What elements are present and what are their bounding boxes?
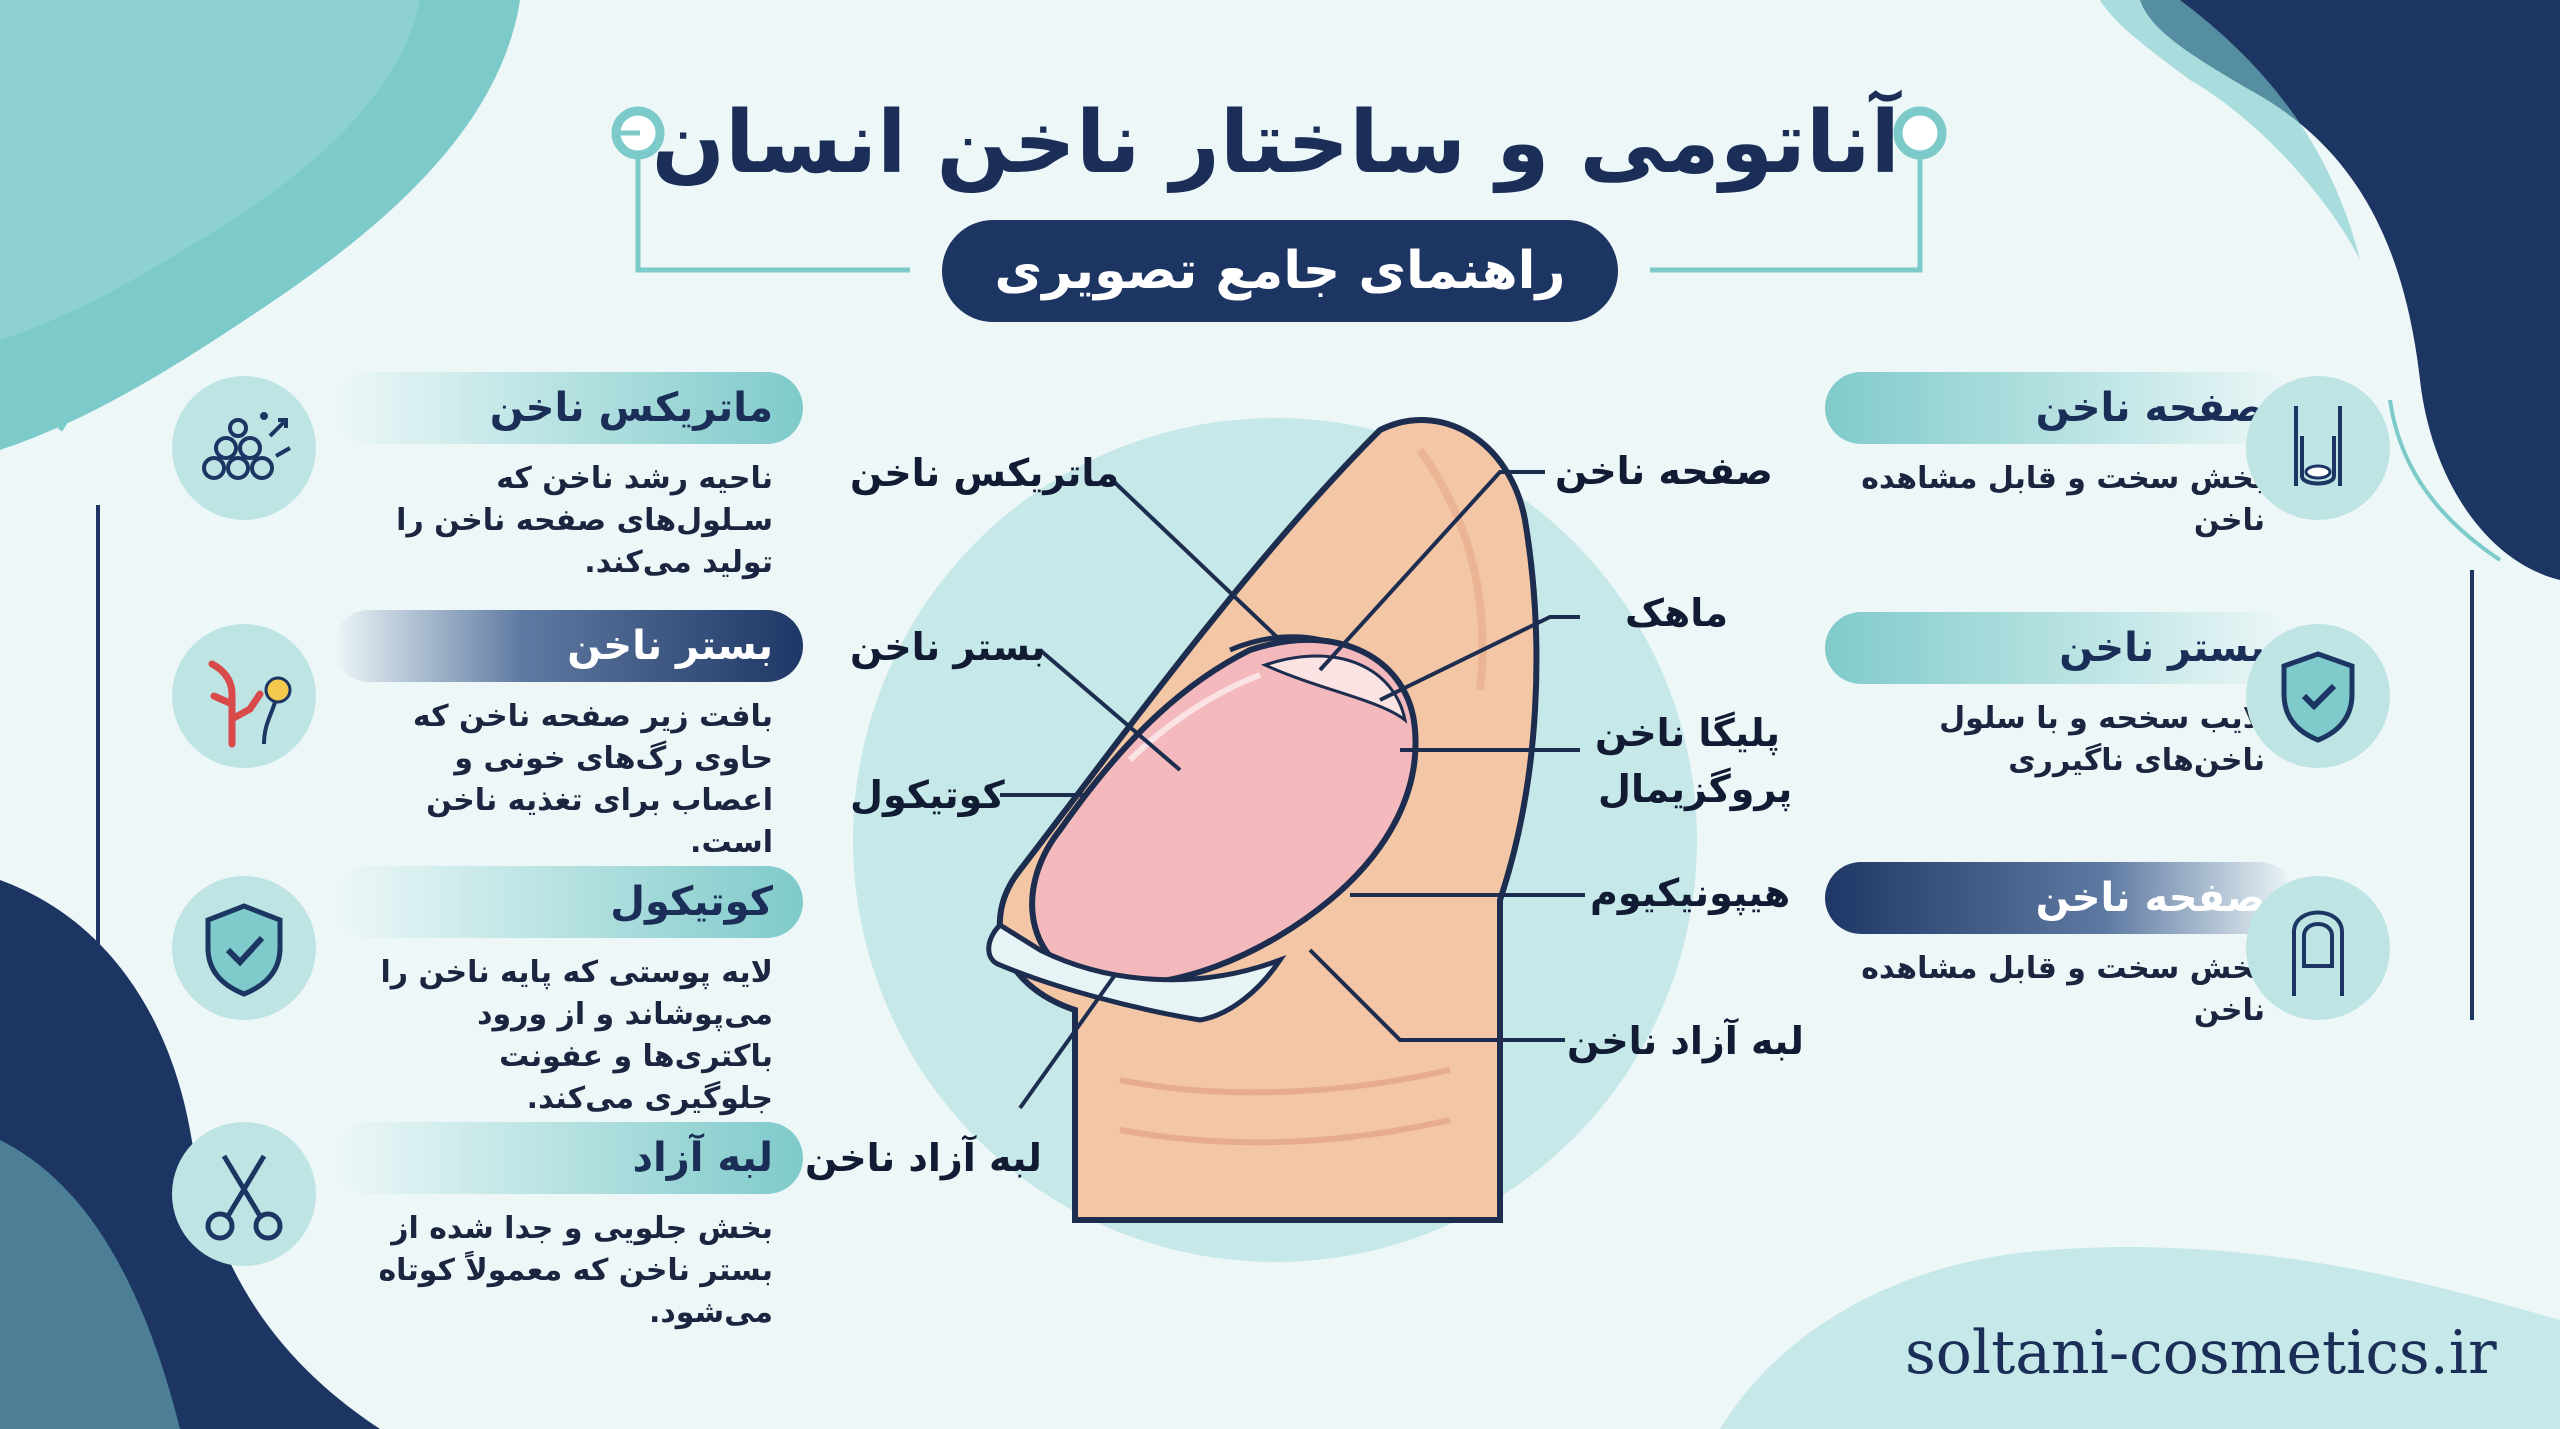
website-url: soltani-cosmetics.ir: [1905, 1318, 2497, 1388]
diagram-label-hyponychium: هیپونیکیوم: [1590, 871, 1791, 915]
diagram-label-nail-plate: صفحه ناخن: [1555, 449, 1773, 493]
card-heading: صفحه ناخن: [1825, 372, 2295, 444]
blood-vessel-nerve-icon: [172, 624, 316, 768]
card-description: بافت زیر صفحه ناخن که حاوی رگ‌های خونی و…: [412, 699, 773, 860]
lunula: [1260, 654, 1408, 724]
diagram-label-cuticle: کوتیکول: [850, 773, 1005, 817]
scissors-icon: [172, 1122, 316, 1266]
card-description: بخش جلویی و جدا شده از بستر ناخن که معمو…: [378, 1211, 773, 1330]
diagram-label-free-edge: لبه آزاد ناخن: [805, 1136, 1042, 1180]
card-description: لایه پوستی که پایه ناخن را می‌پوشاند و ا…: [380, 955, 773, 1116]
right-card-nail-plate: صفحه ناخن بخش سخت و قابل مشاهده ناخن: [1825, 372, 2295, 542]
finger-nail-icon: [2246, 376, 2390, 520]
card-heading: صفحه ناخن: [1825, 862, 2295, 934]
left-card-nail-bed: بستر ناخن بافت زیر صفحه ناخن که حاوی رگ‌…: [333, 610, 803, 864]
diagram-label-proximal: پروگزیمال: [1598, 767, 1793, 811]
nail-outline-icon: [2246, 876, 2390, 1020]
left-card-matrix: ماتریکس ناخن ناحیه رشد ناخن که سـلول‌های…: [333, 372, 803, 584]
diagram-label-lunula: ماهک: [1625, 591, 1729, 635]
card-heading: لبه آزاد: [333, 1122, 803, 1194]
right-card-nail-plate-2: صفحه ناخن بخش سخت و قابل مشاهده ناخن: [1825, 862, 2295, 1032]
card-description: بخش سخت و قابل مشاهده ناخن: [1861, 461, 2265, 538]
card-heading: بستر ناخن: [1825, 612, 2295, 684]
diagram-label-nail-fold: پلیگا ناخن: [1595, 711, 1781, 755]
card-description: بخش سخت و قابل مشاهده ناخن: [1861, 951, 2265, 1028]
card-description: لایب سخحه و با سلول ناخن‌های ناگیرری: [1939, 701, 2265, 778]
left-card-free-edge: لبه آزاد بخش جلویی و جدا شده از بستر ناخ…: [333, 1122, 803, 1334]
left-card-cuticle: کوتیکول لایه پوستی که پایه ناخن را می‌پو…: [333, 866, 803, 1120]
card-heading: ماتریکس ناخن: [333, 372, 803, 444]
card-heading: کوتیکول: [333, 866, 803, 938]
diagram-label-free-edge-right: لبه آزاد ناخن: [1567, 1019, 1804, 1063]
nail-plate: [1029, 637, 1419, 988]
diagram-label-matrix: ماتریکس ناخن: [850, 451, 1120, 495]
free-edge: [986, 921, 1287, 1023]
page-title: آناتومی و ساختار ناخن انسان: [651, 93, 1900, 193]
right-card-nail-bed: بستر ناخن لایب سخحه و با سلول ناخن‌های ن…: [1825, 612, 2295, 782]
diagram-label-nail-bed: بستر ناخن: [850, 625, 1046, 669]
shield-check-icon: [172, 876, 316, 1020]
cell-cluster-icon: [172, 376, 316, 520]
card-heading: بستر ناخن: [333, 610, 803, 682]
card-description: ناحیه رشد ناخن که سـلول‌های صفحه ناخن را…: [396, 461, 773, 580]
subtitle-badge: راهنمای جامع تصویری: [942, 220, 1618, 322]
shield-badge-icon: [2246, 624, 2390, 768]
